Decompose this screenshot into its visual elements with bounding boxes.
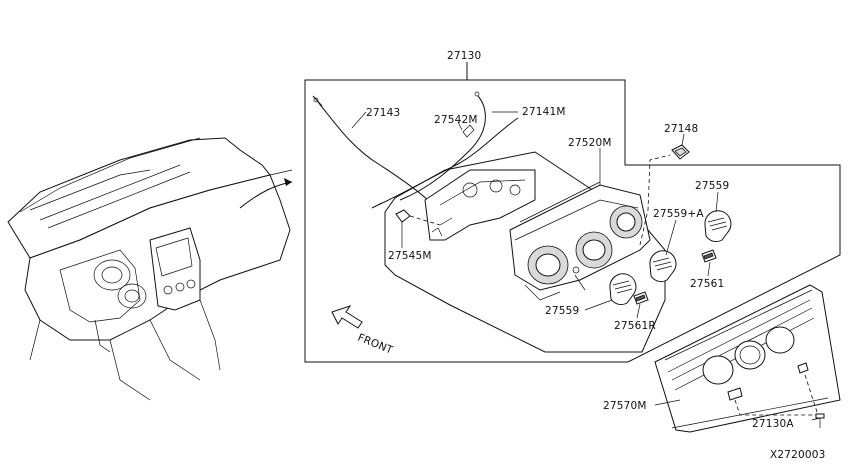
label-27570m: 27570M [603,400,647,412]
label-27559a: 27559+A [653,208,704,220]
label-27542m: 27542M [434,114,478,126]
label-27143: 27143 [366,107,400,119]
dashboard-illustration [7,137,293,401]
label-27561: 27561 [690,278,724,290]
label-27130: 27130 [447,50,481,62]
label-27561r: 27561R [614,320,656,332]
knobs [584,133,732,319]
control-cables [312,91,519,209]
label-27559-bottom: 27559 [545,305,579,317]
heater-control-unit-27520m [509,148,671,301]
front-arrow [331,305,363,329]
finisher-panel-27570m [654,284,841,433]
bracket-27545m [395,169,536,248]
diagram-id: X2720003 [770,449,826,461]
label-27148: 27148 [664,123,698,135]
label-front: FRONT [356,332,395,357]
label-27559-top: 27559 [695,180,729,192]
label-27545m: 27545M [388,250,432,262]
label-27130a: 27130A [752,418,794,430]
label-27141m: 27141M [522,106,566,118]
label-27520m: 27520M [568,137,612,149]
